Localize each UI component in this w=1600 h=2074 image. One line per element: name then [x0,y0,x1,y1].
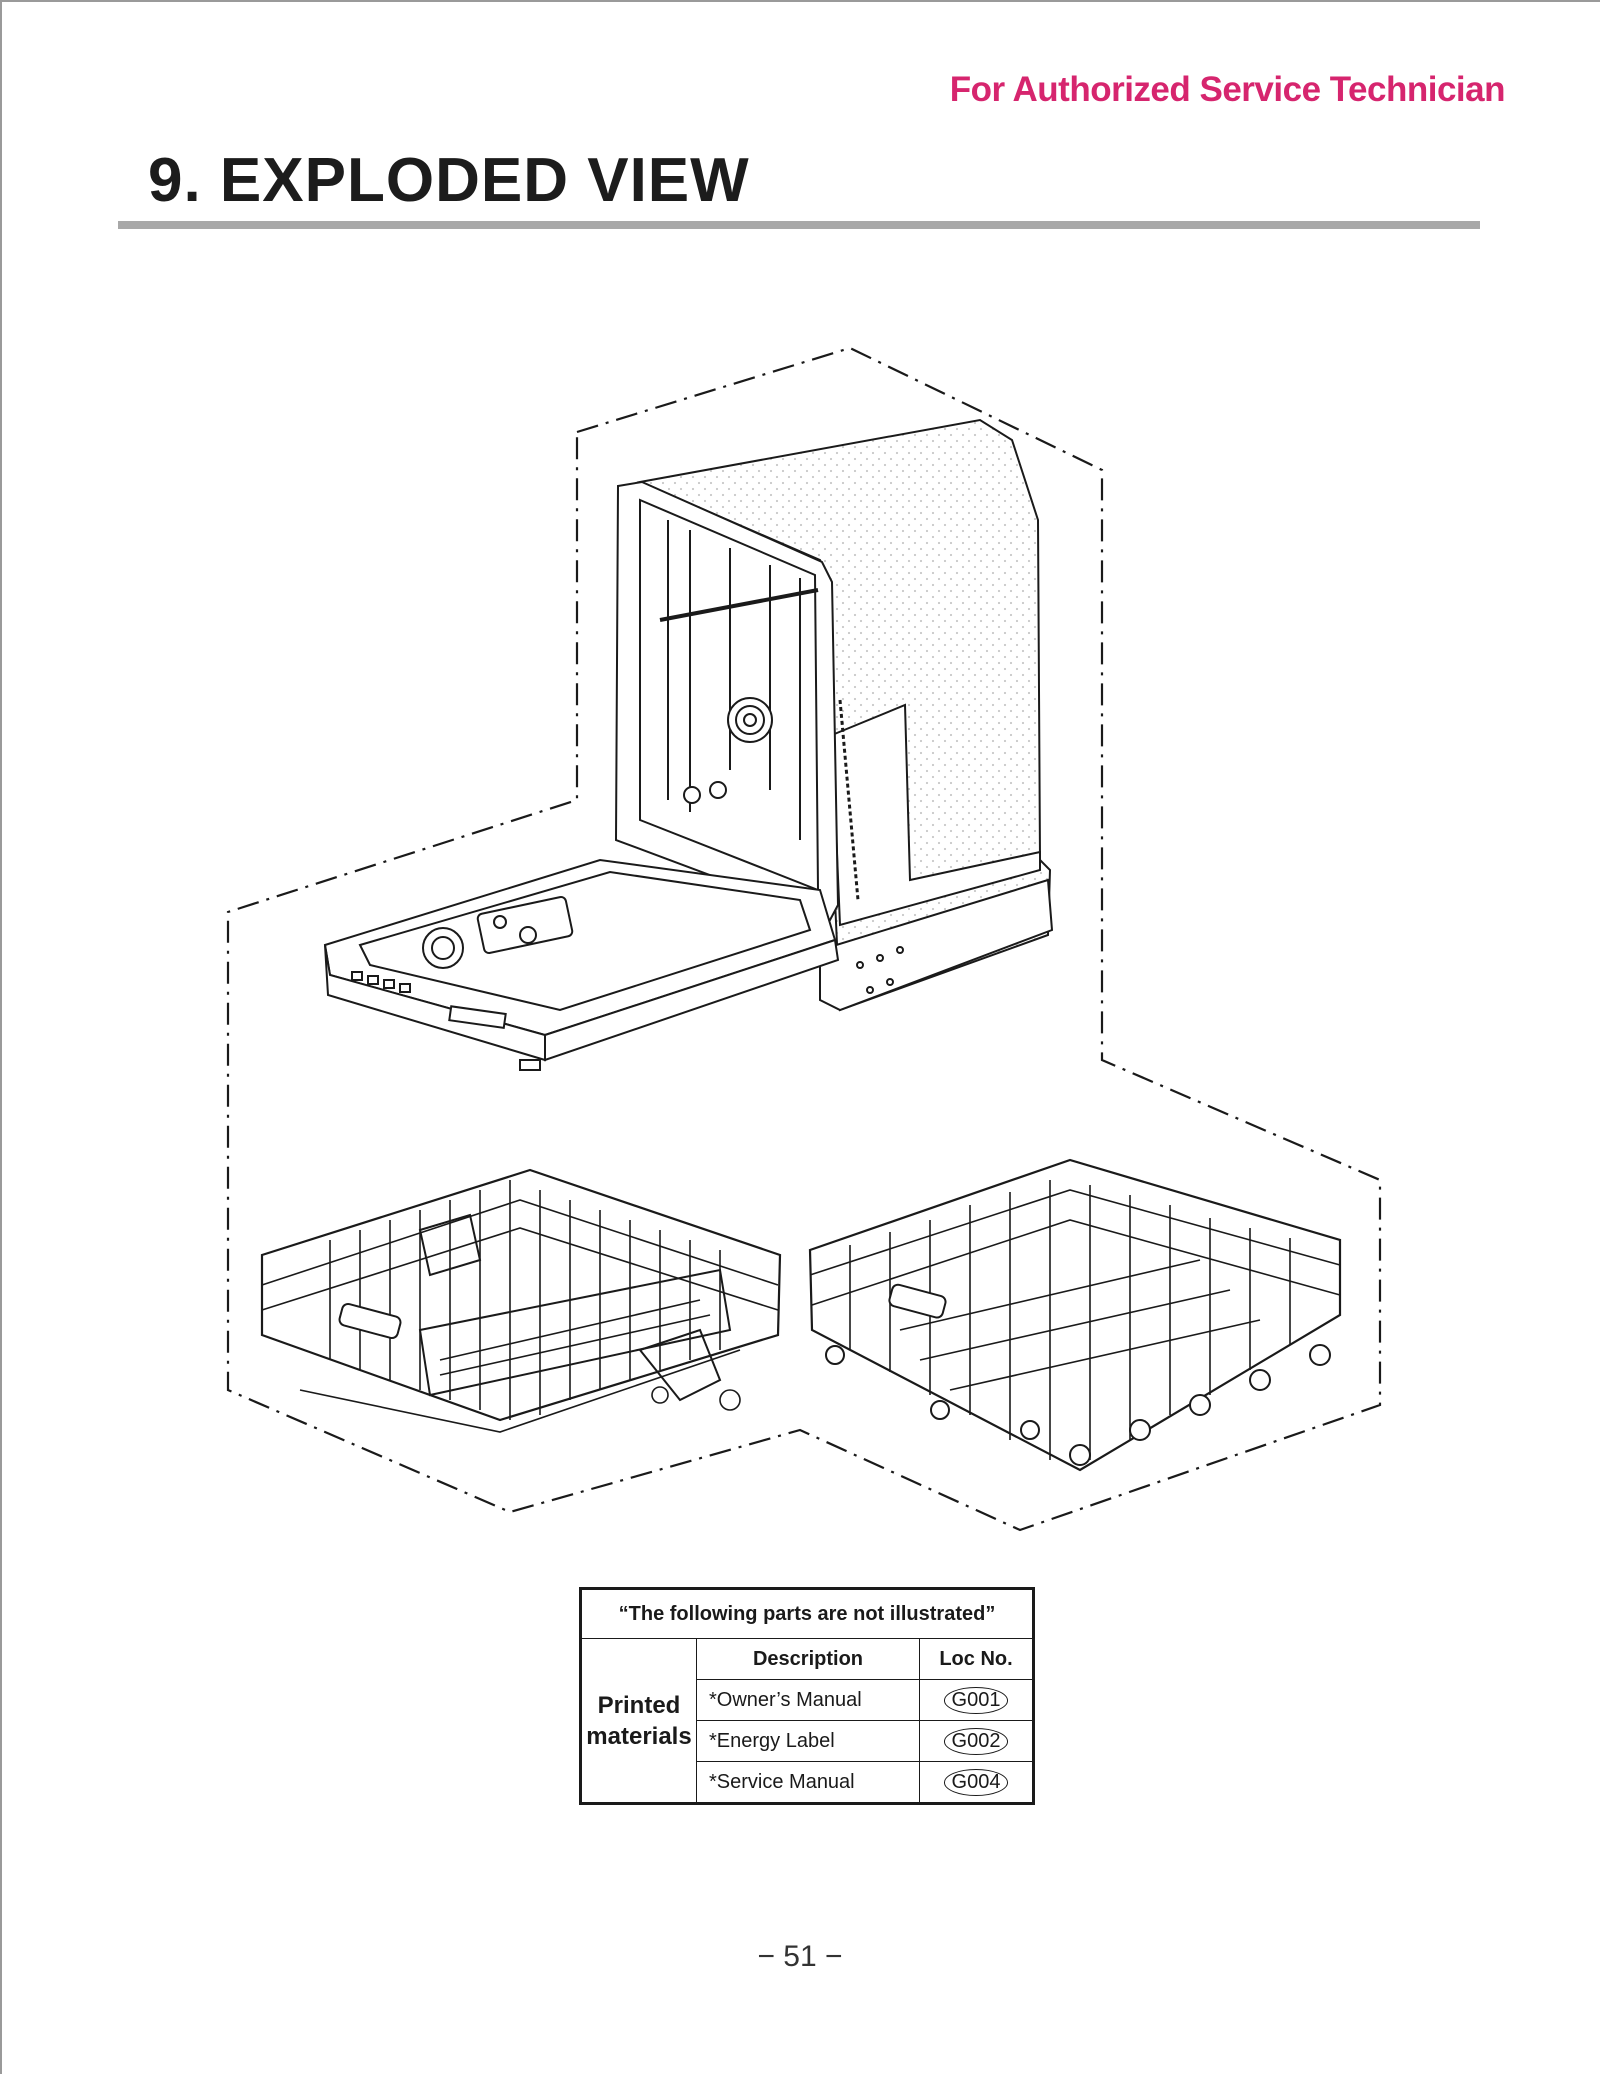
tub-base [819,878,1054,1012]
door-right-edge [544,938,840,1062]
upper-rack [260,1168,782,1433]
row-description: *Service Manual [696,1761,920,1804]
row-loc: G004 [943,1768,1009,1796]
page-border-left [0,0,2,2074]
upper-rail [659,588,819,622]
header-tag: For Authorized Service Technician [949,70,1506,109]
group-label-line1: Printed [597,1691,681,1719]
group-label-line2: materials [586,1722,692,1750]
row-loc: G001 [943,1686,1009,1714]
door-assembly [323,858,840,1071]
title-rule [118,221,1480,229]
table-row: *Energy Label G002 [581,1720,1034,1762]
rack-handle [338,1302,402,1340]
group-cell: Printed materials [580,1638,697,1804]
tub-assembly [614,418,1054,1012]
hinge-spring [838,699,860,901]
row-loc: G002 [943,1727,1009,1755]
lower-rack-handle [888,1283,947,1319]
col-header-loc: Loc No. [919,1638,1034,1680]
tub-side-wall [830,703,1041,927]
assembly-boundary [226,346,1382,1532]
row-description: *Energy Label [696,1720,920,1762]
row-description: *Owner’s Manual [696,1679,920,1721]
page-title: 9. EXPLODED VIEW [148,146,750,215]
rack-wheels [825,1344,1331,1466]
table-caption: “The following parts are not illustrated… [580,1588,1034,1639]
control-buttons [351,971,411,993]
page-border-top [0,0,1600,2]
door-handle [448,1005,507,1029]
door-inner-liner [358,870,812,1012]
detergent-dispenser [476,896,574,954]
col-header-description: Description [696,1638,920,1680]
unillustrated-parts-table: “The following parts are not illustrated… [579,1587,1035,1805]
page-number: − 51 − [757,1940,843,1973]
lower-rack [808,1158,1342,1472]
table-row: *Service Manual G004 [581,1761,1034,1804]
